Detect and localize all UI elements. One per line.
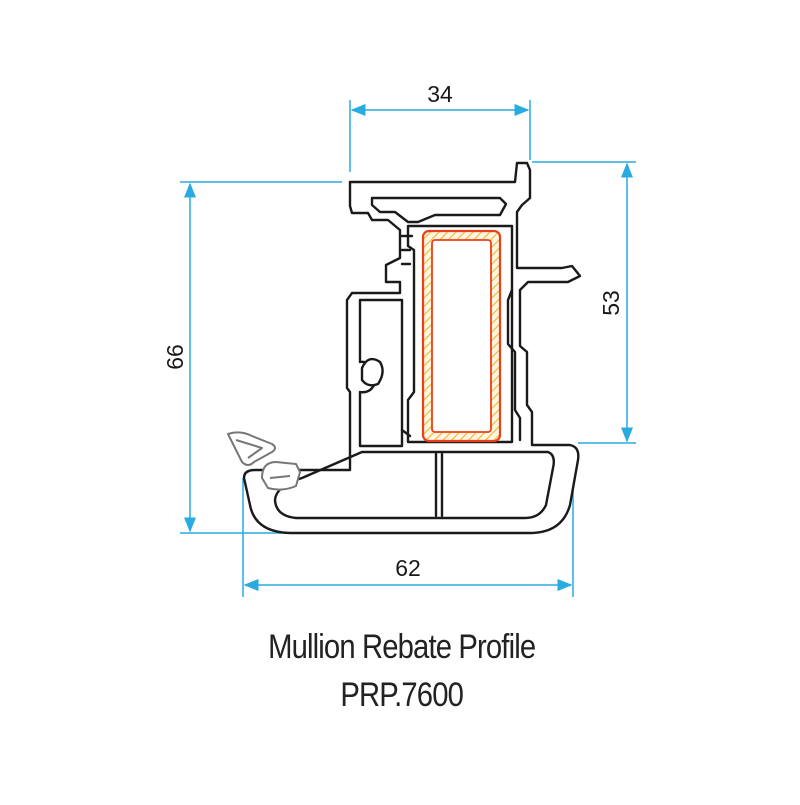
dim-left-label: 66 [162, 344, 188, 370]
dim-bottom-label: 62 [395, 555, 421, 581]
profile-inner-channel [406, 224, 514, 444]
profile-bottom-chamber [273, 450, 556, 520]
steel-inner [431, 239, 492, 433]
dim-top-label: 34 [427, 81, 453, 107]
caption-title: Mullion Rebate Profile [268, 628, 536, 666]
gasket-foot-inner [269, 475, 291, 479]
steel-reinforcement [421, 229, 502, 443]
gasket-foot [261, 461, 301, 491]
gasket-lip [227, 431, 276, 466]
profile-teeth [400, 234, 414, 438]
profile-right-web [506, 288, 522, 442]
gasket-lip-inner [235, 439, 263, 459]
caption-code: PRP.7600 [340, 676, 464, 714]
dim-right-label: 53 [598, 290, 624, 316]
gasket [227, 431, 301, 491]
dimension-lines [180, 100, 636, 597]
profile-top-cap [370, 196, 508, 224]
profile-screw-boss [360, 357, 384, 387]
